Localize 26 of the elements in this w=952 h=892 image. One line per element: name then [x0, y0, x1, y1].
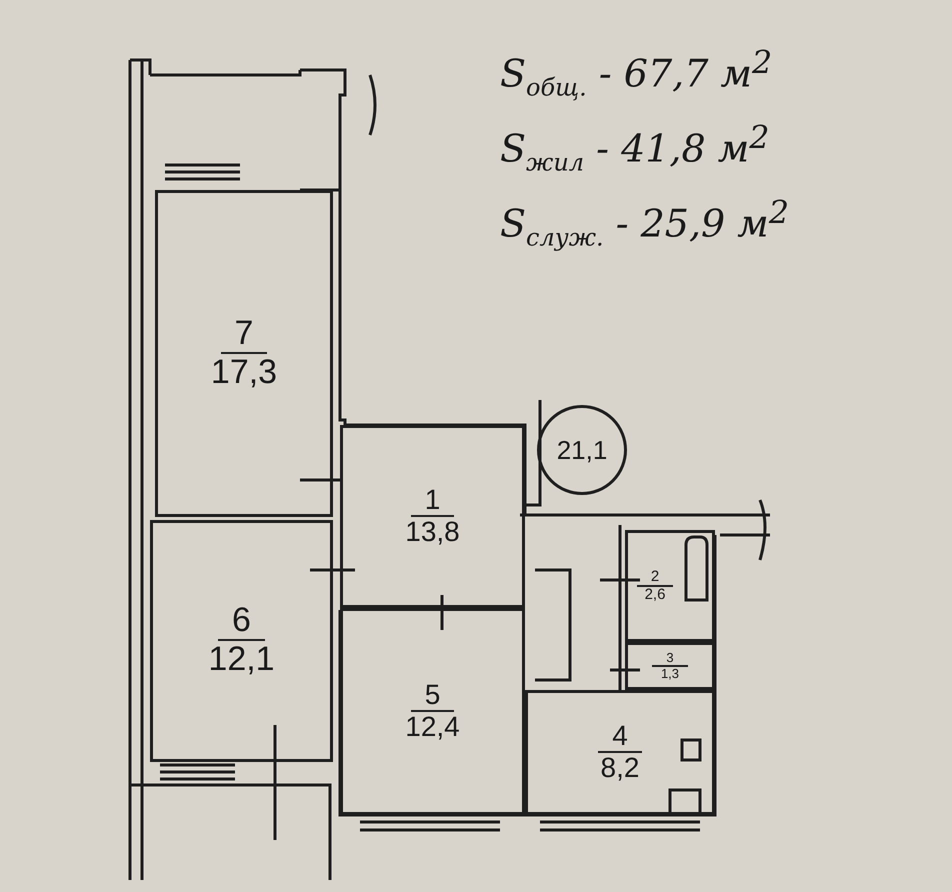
area-note: S$_{служ.}$ - 25,9 м$^{2}$	[500, 195, 789, 252]
room-outline	[625, 530, 715, 642]
room-number: 6	[218, 603, 265, 642]
room-area: 21,1	[556, 436, 608, 464]
room-area: 17,3	[210, 354, 278, 392]
area-note: S$_{жил}$ - 41,8 м$^{2}$	[500, 120, 770, 176]
room-area: 8,2	[600, 752, 640, 784]
room-number: 3	[652, 651, 688, 667]
room-outline	[525, 690, 715, 815]
room-outline	[150, 520, 333, 762]
room-area: 12,1	[208, 641, 275, 679]
room-outline	[340, 608, 525, 815]
room-outline	[625, 642, 715, 690]
room-area: 2,6	[644, 586, 666, 604]
room-area: 12,4	[405, 712, 460, 743]
room-number: 1	[410, 485, 454, 517]
room-outline	[340, 425, 525, 608]
circled-area	[537, 405, 627, 495]
room-area: 13,8	[405, 516, 460, 548]
room-number: 4	[598, 721, 642, 753]
room-number: 2	[636, 568, 674, 587]
area-note: S$_{общ.}$ - 67,7 м$^{2}$	[500, 45, 772, 102]
room-area: 1,3	[660, 666, 680, 681]
room-outline	[155, 190, 333, 517]
room-number: 7	[220, 316, 268, 354]
room-number: 5	[410, 680, 454, 712]
